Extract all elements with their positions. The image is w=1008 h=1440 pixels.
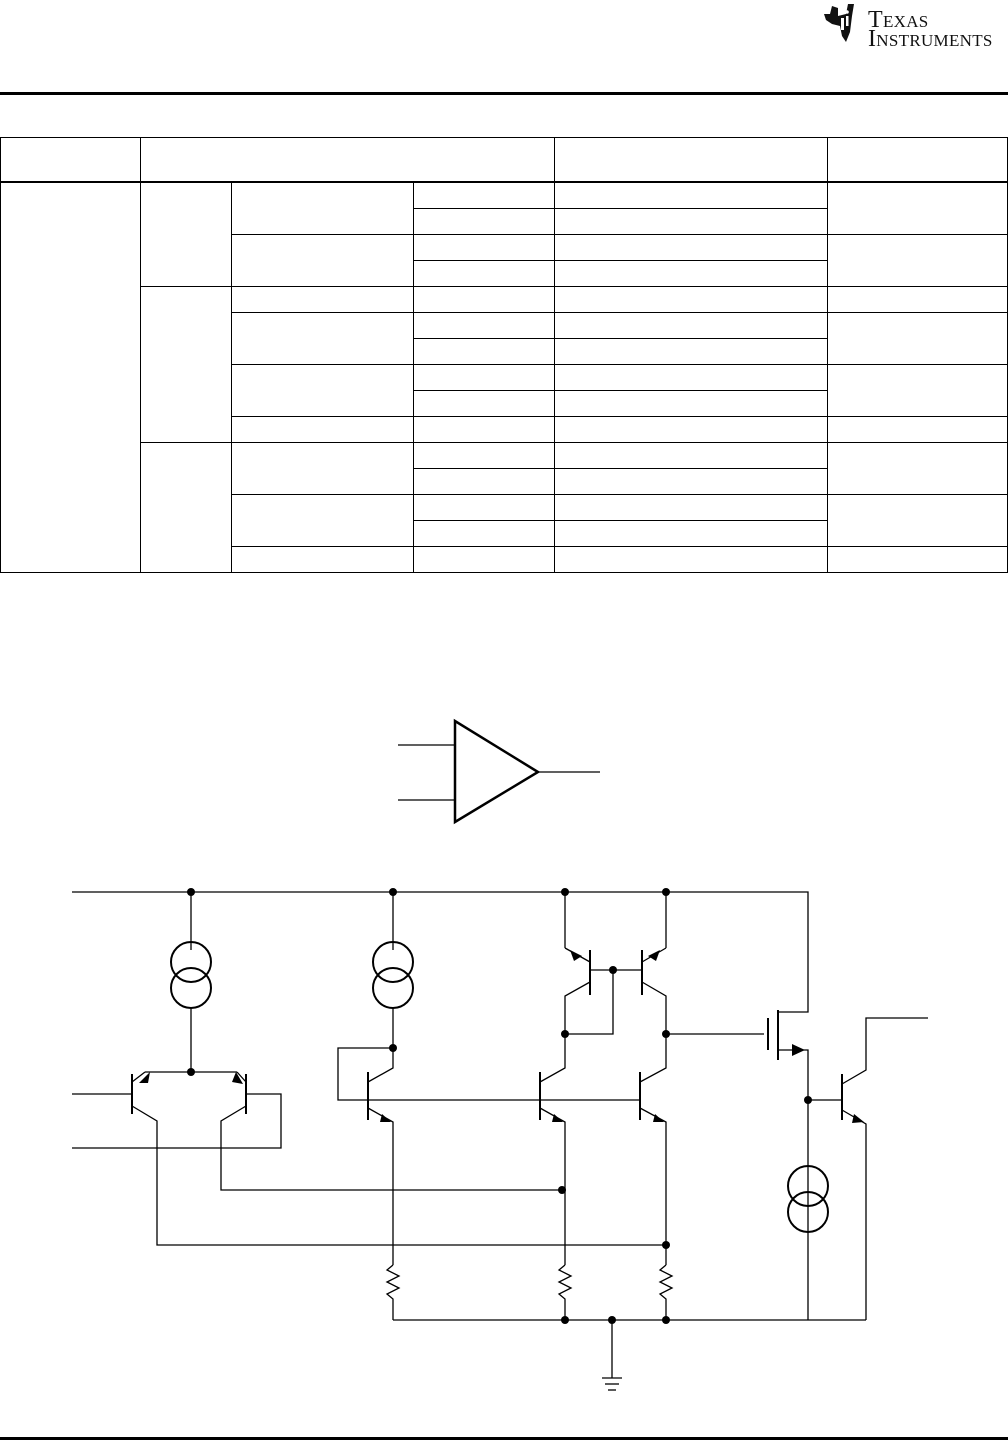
table-row xyxy=(1,234,1008,287)
logo-wordmark-line1: TEXAS xyxy=(868,7,929,33)
table-cell xyxy=(412,546,556,573)
table-cell xyxy=(231,286,414,313)
table-row xyxy=(1,338,1008,365)
table-cell xyxy=(412,442,556,469)
company-logo: TEXAS INSTRUMENTS xyxy=(818,0,1008,52)
table-cell xyxy=(231,494,414,547)
table-cell xyxy=(140,286,232,443)
table-cell xyxy=(554,546,829,573)
table-cell xyxy=(554,390,829,417)
comparator-schematic-icon xyxy=(72,888,928,1391)
table-row xyxy=(1,494,1008,547)
table-cell xyxy=(827,546,1008,573)
table-cell xyxy=(827,494,1008,547)
header-rule xyxy=(0,92,1008,95)
table-cell xyxy=(231,546,414,573)
table-row xyxy=(1,364,1008,417)
table-header-cell xyxy=(0,137,141,183)
table-cell xyxy=(827,364,1008,417)
table-row xyxy=(1,442,1008,573)
table-cell xyxy=(140,181,232,287)
spec-table xyxy=(0,137,1008,573)
table-cell xyxy=(140,442,232,573)
table-header-cell xyxy=(554,137,829,183)
footer-rule xyxy=(0,1437,1008,1440)
table-cell xyxy=(554,494,829,521)
table-cell xyxy=(231,312,414,365)
table-cell xyxy=(412,338,556,365)
comparator-triangle-icon xyxy=(398,718,600,825)
table-cell xyxy=(554,286,829,313)
table-cell xyxy=(231,234,414,287)
table-row xyxy=(0,181,1008,573)
table-row xyxy=(1,390,1008,417)
table-cell xyxy=(231,442,414,495)
table-cell xyxy=(231,181,414,235)
table-cell xyxy=(412,234,556,261)
table-cell xyxy=(412,260,556,287)
table-row xyxy=(1,208,1008,235)
table-cell xyxy=(827,234,1008,287)
table-header-cell xyxy=(827,137,1008,183)
table-row xyxy=(1,546,1008,573)
table-cell xyxy=(231,364,414,417)
table-cell xyxy=(412,390,556,417)
table-cell xyxy=(0,181,141,573)
table-header-row xyxy=(0,137,1008,183)
logo-wordmark-line2: INSTRUMENTS xyxy=(868,26,993,52)
table-cell xyxy=(412,416,556,443)
table-cell xyxy=(412,286,556,313)
ti-logo-icon xyxy=(824,4,854,42)
table-row xyxy=(1,286,1008,443)
